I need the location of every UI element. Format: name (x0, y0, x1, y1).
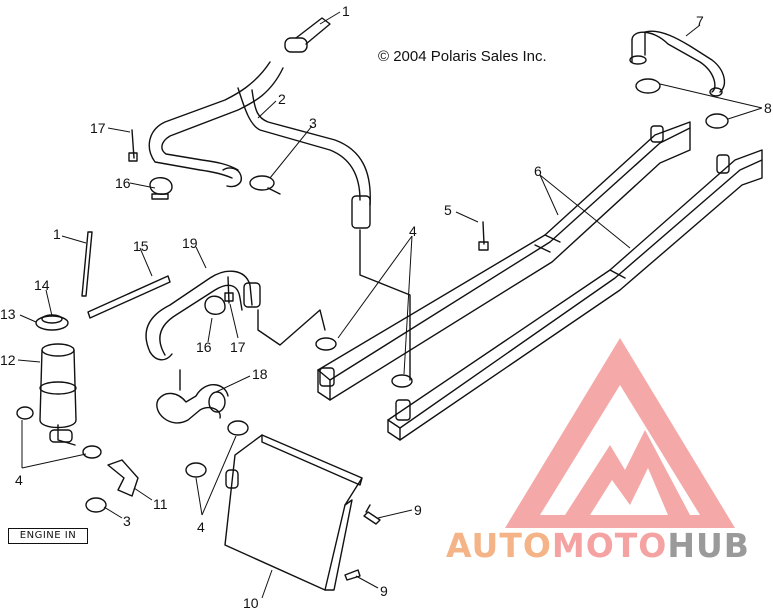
bolt-9-upper (363, 504, 381, 525)
callout-7: 7 (696, 13, 704, 29)
callout-4-left: 4 (15, 472, 23, 488)
watermark-moto: MOTO (551, 526, 668, 565)
callout-4-bottom: 4 (197, 519, 205, 535)
callout-9-upper: 9 (414, 502, 422, 518)
clamp-3-lower (85, 497, 107, 513)
rail-6-lower (387, 149, 763, 441)
leader-line (359, 229, 411, 381)
callout-1-rod: 1 (53, 226, 61, 242)
bolt-17-upper (128, 129, 138, 162)
callout-15: 15 (133, 238, 149, 254)
clamp-16-mid (204, 295, 226, 315)
callout-16-mid: 16 (196, 339, 212, 355)
callout-5: 5 (444, 202, 452, 218)
leader-line (257, 309, 326, 346)
callout-18: 18 (252, 366, 268, 382)
callout-16-top: 16 (115, 175, 131, 191)
watermark-text: AUTOMOTOHUB (446, 526, 750, 565)
callout-17-mid: 17 (230, 339, 246, 355)
clamps-4-left (16, 406, 102, 459)
callout-11: 11 (153, 496, 168, 512)
callout-19: 19 (182, 235, 198, 251)
callout-labels: 1 2 3 17 16 7 8 6 5 4 1 15 19 14 13 12 1… (0, 3, 772, 611)
clamps-8 (635, 78, 729, 129)
hose-19 (145, 270, 261, 361)
shield-10 (224, 434, 363, 591)
clamp-16-upper (149, 177, 173, 200)
upper-hose (148, 17, 371, 229)
clamps-4-bottom (185, 420, 249, 489)
callout-8: 8 (764, 100, 772, 116)
bolt-9-lower (344, 569, 361, 581)
copyright-notice: © 2004 Polaris Sales Inc. (378, 48, 547, 65)
callout-6: 6 (534, 163, 542, 179)
callout-13: 13 (0, 306, 16, 322)
bolt-17-mid (224, 276, 234, 304)
callout-1-top: 1 (342, 3, 350, 19)
callout-9-lower: 9 (380, 583, 388, 599)
callout-3-bottom: 3 (123, 513, 131, 529)
rail-6-upper (317, 121, 691, 401)
reservoir-12 (39, 343, 77, 446)
engine-in-label: ENGINE IN (8, 528, 88, 544)
clamps-4-rails (315, 337, 413, 388)
elbow-11 (107, 459, 139, 497)
leader-lines (17, 11, 763, 599)
watermark-hub: HUB (667, 526, 750, 565)
rod-15 (87, 275, 171, 319)
clamp-3-upper (249, 175, 281, 195)
callout-3-top: 3 (309, 115, 317, 131)
callout-12: 12 (0, 352, 16, 368)
callout-2: 2 (278, 91, 286, 107)
callout-4-rails: 4 (409, 223, 417, 239)
hose-18 (156, 369, 229, 424)
watermark-logo (505, 338, 735, 528)
bolt-5 (478, 221, 489, 251)
callout-10: 10 (243, 595, 259, 611)
hose-7 (629, 30, 726, 97)
rod-1 (81, 231, 93, 297)
callout-17-top: 17 (90, 120, 106, 136)
callout-14: 14 (34, 277, 50, 293)
pressure-cap (35, 314, 69, 331)
watermark-auto: AUTO (446, 526, 552, 565)
